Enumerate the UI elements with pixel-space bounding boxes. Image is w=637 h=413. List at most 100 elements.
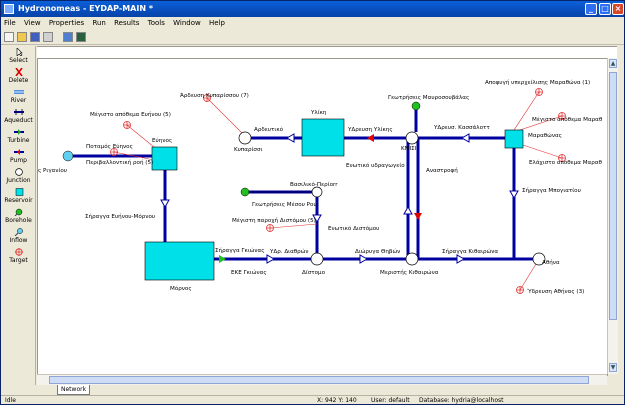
turbine-icon bbox=[13, 129, 24, 135]
horizontal-scroll-thumb[interactable] bbox=[49, 376, 589, 384]
tool-select[interactable]: Select bbox=[2, 48, 35, 64]
tool-junction[interactable]: Junction bbox=[2, 168, 35, 184]
run-simulation-icon[interactable] bbox=[63, 32, 73, 42]
inflow-evinos-icon[interactable] bbox=[62, 150, 74, 162]
label-distomo: Δίστομο bbox=[302, 269, 326, 276]
label-enotiko-ydragogeio: Ενωτικό υδραγωγείο bbox=[346, 162, 405, 169]
reservoir-marathonas[interactable] bbox=[504, 129, 524, 149]
target-megisto-marathona-icon bbox=[558, 112, 566, 120]
label-athina: Αθήνα bbox=[542, 259, 560, 266]
tool-target-label: Target bbox=[9, 257, 28, 264]
menu-properties[interactable]: Properties bbox=[48, 19, 85, 27]
label-ardeusi-kyparissou: Άρδευση Κυπαρίσσου (7) bbox=[180, 92, 249, 99]
junction-circle-icon bbox=[14, 168, 23, 176]
target-periv-icon bbox=[110, 148, 118, 156]
menu-run[interactable]: Run bbox=[92, 19, 106, 27]
junction-vasiliko[interactable] bbox=[311, 186, 323, 198]
tool-aqueduct[interactable]: Aqueduct bbox=[2, 108, 35, 124]
label-mornos: Μόρνος bbox=[170, 285, 192, 292]
borehole-mavrosouvalas-icon[interactable] bbox=[411, 101, 421, 111]
river-icon bbox=[13, 90, 24, 94]
vertical-scrollbar[interactable]: ▲ ▼ bbox=[607, 58, 618, 374]
reservoir-mornos[interactable] bbox=[144, 241, 215, 281]
target-megisto-evinou-icon bbox=[123, 121, 131, 129]
status-text: Idle bbox=[5, 397, 16, 404]
label-anastrofi: Αναστροφή bbox=[426, 167, 458, 174]
label-gewtrisis-mavr: Γεωτρήσεις Μαυροσουβάλας bbox=[388, 94, 469, 101]
tool-turbine[interactable]: Turbine bbox=[2, 128, 35, 144]
target-elaxisto-marathona-icon bbox=[558, 154, 566, 162]
label-ydrefsi-ylikis: ΥΔρευση Υλίκης bbox=[347, 126, 393, 133]
label-gewtrisis-mesou: Γεωτρήσεις Μέσου Ρου bbox=[252, 201, 317, 208]
label-siragga-kithairona: Σήραγγα Κιθαιρώνα bbox=[442, 248, 498, 255]
label-meristis: Μεριστής Κιθαιρώνα bbox=[380, 269, 439, 276]
app-window: Hydronomeas - EYDAP-MAIN * _ □ × File Vi… bbox=[0, 0, 625, 405]
tool-palette: Select Delete River Aqueduct Turbine Pum… bbox=[2, 46, 36, 386]
label-ydrefsi-athinas: Ύδρευση Αθήνας (3) bbox=[526, 288, 584, 295]
tool-delete[interactable]: Delete bbox=[2, 68, 35, 84]
status-user: User: default bbox=[371, 397, 410, 404]
junction-distomo[interactable] bbox=[310, 252, 324, 266]
title-bar: Hydronomeas - EYDAP-MAIN * _ □ × bbox=[1, 1, 624, 17]
menu-file[interactable]: File bbox=[4, 19, 16, 27]
network-canvas[interactable]: Ποταμός Εύηνος Εύηνος ς Ριγανίου Περιβαλ… bbox=[37, 58, 608, 376]
minimize-button[interactable]: _ bbox=[585, 3, 597, 15]
print-icon[interactable] bbox=[43, 32, 53, 42]
menu-view[interactable]: View bbox=[23, 19, 41, 27]
tool-reservoir[interactable]: Reservoir bbox=[2, 188, 35, 204]
menu-bar: File View Properties Run Results Tools W… bbox=[1, 17, 624, 29]
tool-borehole[interactable]: Borehole bbox=[2, 208, 35, 224]
maximize-button[interactable]: □ bbox=[599, 3, 611, 15]
menu-results[interactable]: Results bbox=[114, 19, 140, 27]
scroll-down-icon[interactable]: ▼ bbox=[609, 363, 617, 372]
target-ardeusi-kyparissou-icon bbox=[203, 94, 211, 102]
tool-inflow[interactable]: Inflow bbox=[2, 228, 35, 244]
window-title: Hydronomeas - EYDAP-MAIN * bbox=[18, 4, 154, 13]
menu-tools[interactable]: Tools bbox=[147, 19, 165, 27]
tool-borehole-label: Borehole bbox=[5, 217, 32, 224]
close-button[interactable]: × bbox=[612, 3, 624, 15]
pump-icon bbox=[13, 149, 24, 155]
reservoir-evinos[interactable] bbox=[151, 146, 178, 171]
label-eke-giona: ΕΚΕ Γκιώνας bbox=[231, 269, 267, 276]
label-riganiou: ς Ριγανίου bbox=[38, 167, 67, 174]
label-megisti-distomou: Μέγιστη παροχή Διστόμου (5) bbox=[232, 217, 316, 224]
tool-pump-label: Pump bbox=[10, 157, 27, 164]
label-diavr-thivon: Διώρυγα Θηβών bbox=[355, 248, 400, 255]
reservoir-square-icon bbox=[15, 188, 23, 196]
label-perivallontiki: Περιβαλλοντική ροή (5) bbox=[86, 159, 153, 166]
tool-aqueduct-label: Aqueduct bbox=[4, 117, 33, 124]
save-icon[interactable] bbox=[30, 32, 40, 42]
new-file-icon[interactable] bbox=[4, 32, 14, 42]
turbine-marker-icon bbox=[414, 213, 422, 220]
borehole-mesou-rou-icon[interactable] bbox=[240, 187, 250, 197]
status-coords: X: 942 Y: 140 bbox=[317, 397, 357, 404]
tool-river[interactable]: River bbox=[2, 88, 35, 104]
label-kyparissi: Κυπαρίσσι bbox=[234, 146, 262, 153]
tool-pump[interactable]: Pump bbox=[2, 148, 35, 164]
vertical-scroll-thumb[interactable] bbox=[609, 72, 617, 320]
tab-network[interactable]: Network bbox=[57, 385, 91, 395]
junction-kyparissi[interactable] bbox=[238, 131, 252, 145]
target-icon bbox=[14, 248, 23, 256]
canvas-top-margin bbox=[37, 46, 617, 58]
open-folder-icon[interactable] bbox=[17, 32, 27, 42]
junction-kmisi[interactable] bbox=[405, 131, 419, 145]
menu-help[interactable]: Help bbox=[208, 19, 225, 27]
turbine-giona-icon bbox=[219, 255, 226, 263]
reservoir-yliki[interactable] bbox=[301, 118, 345, 157]
menu-window[interactable]: Window bbox=[173, 19, 201, 27]
junction-athina[interactable] bbox=[532, 252, 546, 266]
tool-target[interactable]: Target bbox=[2, 248, 35, 264]
target-apotr-marathona-icon bbox=[535, 88, 543, 96]
label-yliki: Υλίκη bbox=[310, 109, 327, 116]
pump-marker-icon bbox=[367, 134, 374, 142]
horizontal-scrollbar[interactable] bbox=[37, 374, 607, 385]
results-icon[interactable] bbox=[76, 32, 86, 42]
target-ydrefsi-athinas-icon bbox=[516, 286, 524, 294]
scroll-up-icon[interactable]: ▲ bbox=[609, 59, 617, 68]
inflow-icon bbox=[14, 228, 23, 236]
tool-inflow-label: Inflow bbox=[9, 237, 28, 244]
junction-meristis[interactable] bbox=[405, 252, 419, 266]
label-megisto-evinou: Μέγιστο απόθεμα Ευήνου (5) bbox=[90, 111, 171, 118]
